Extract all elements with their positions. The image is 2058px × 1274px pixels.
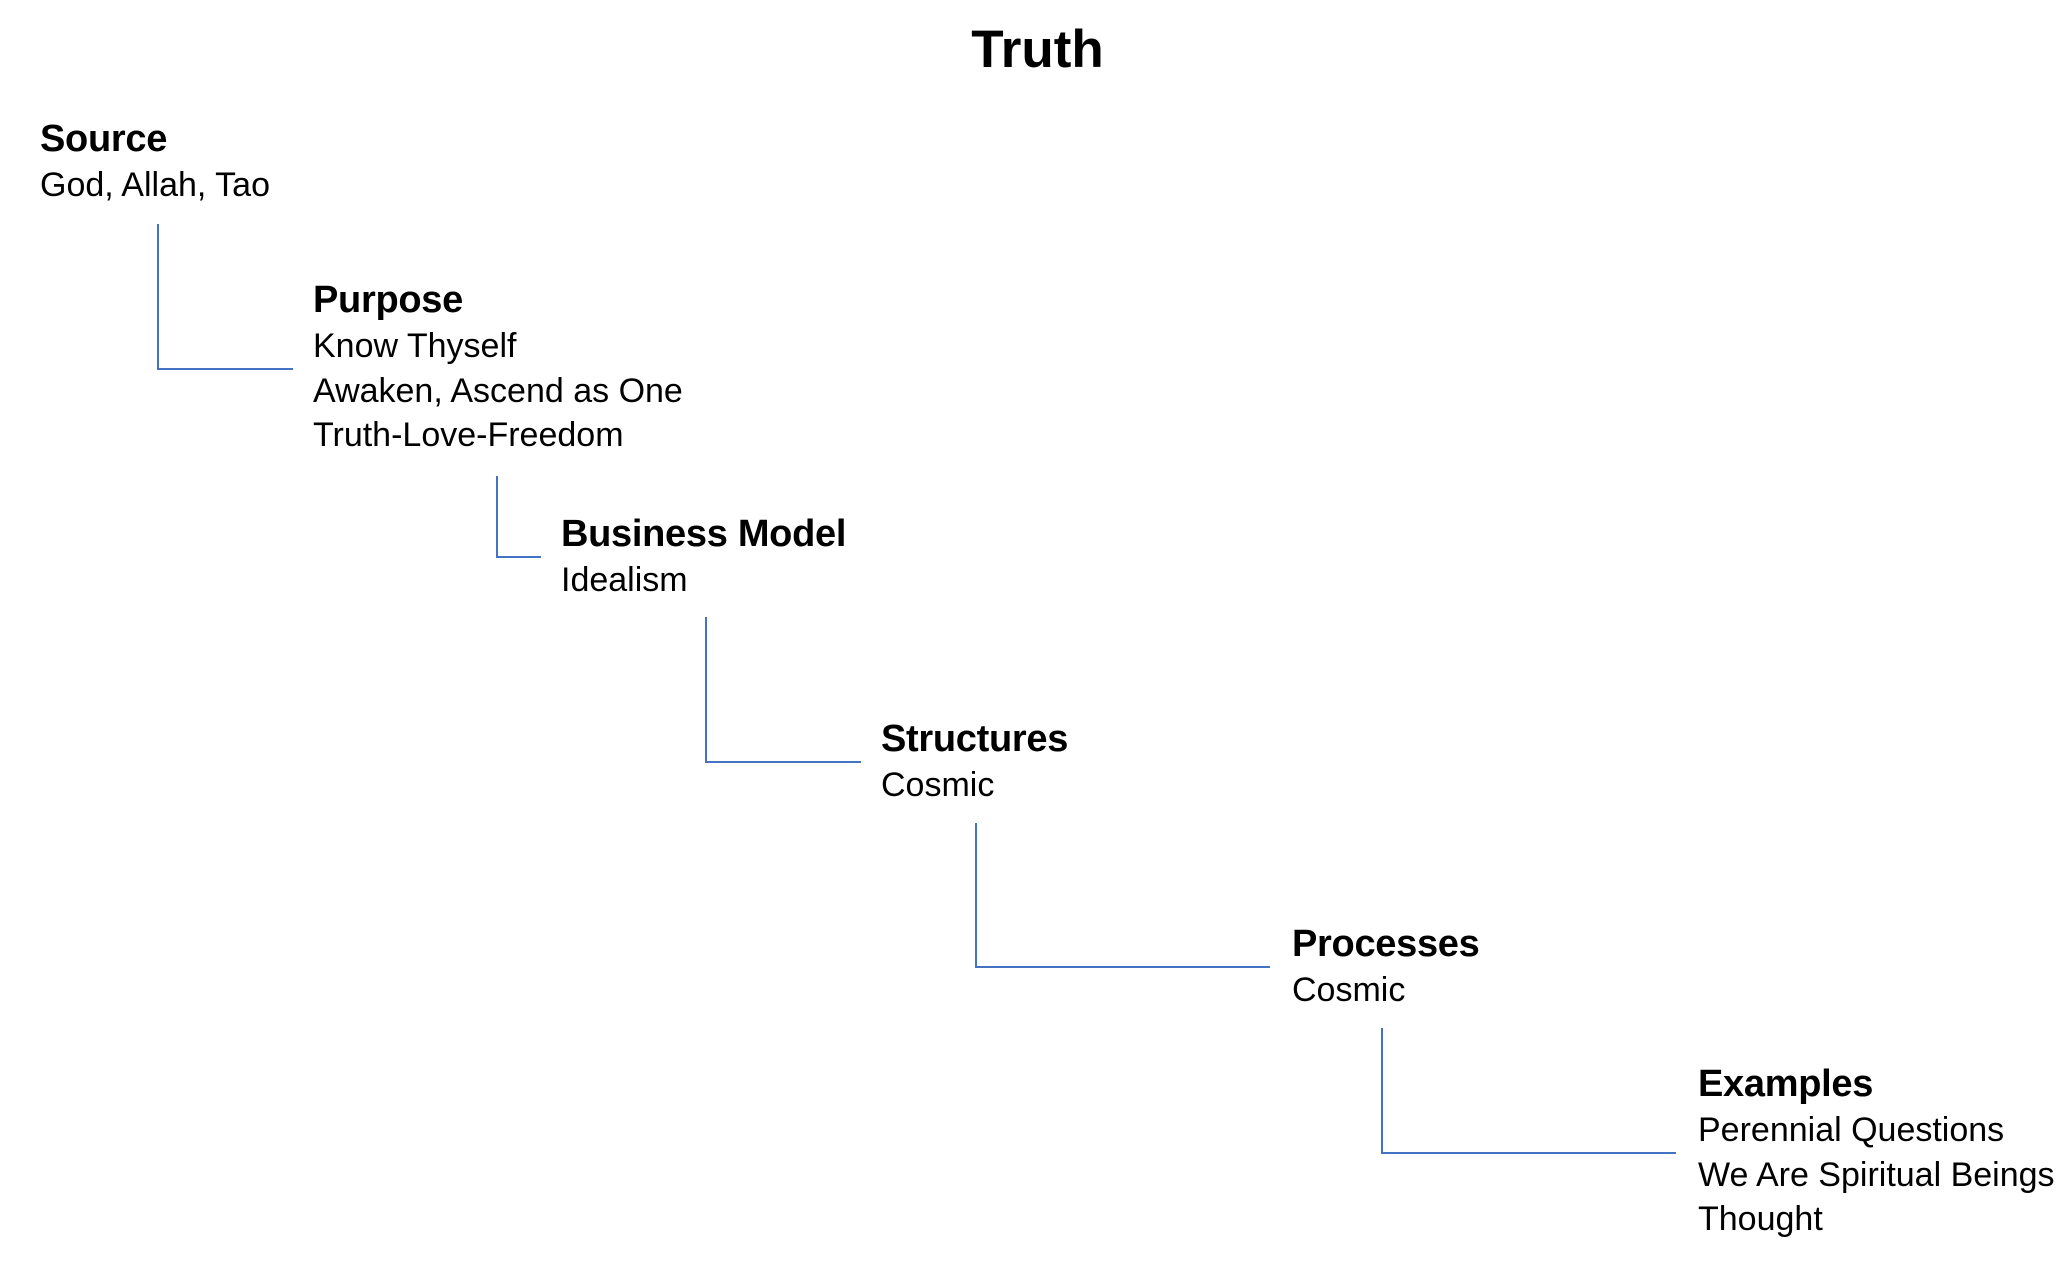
connector-structures-processes (975, 823, 1270, 968)
node-structures: Structures Cosmic (881, 715, 1068, 808)
node-heading: Purpose (313, 279, 463, 321)
node-line: We Are Spiritual Beings (1698, 1155, 2055, 1194)
connector-processes-examples (1381, 1028, 1676, 1154)
node-purpose: Purpose Know Thyself Awaken, Ascend as O… (313, 276, 683, 458)
node-examples: Examples Perennial Questions We Are Spir… (1698, 1060, 2055, 1242)
node-line: Idealism (561, 561, 688, 599)
node-line: Know Thyself (313, 327, 517, 365)
node-heading: Processes (1292, 923, 1480, 965)
node-processes: Processes Cosmic (1292, 920, 1480, 1013)
connector-business-model-structures (705, 617, 861, 763)
connector-source-purpose (157, 224, 293, 370)
node-line: Cosmic (881, 766, 995, 804)
node-business-model: Business Model Idealism (561, 510, 846, 603)
diagram-title: Truth (971, 20, 1104, 79)
node-line: God, Allah, Tao (40, 166, 270, 204)
node-line: Thought (1698, 1200, 1823, 1238)
node-heading: Structures (881, 718, 1069, 760)
node-line: Awaken, Ascend as One (313, 371, 683, 410)
node-line: Truth-Love-Freedom (313, 416, 624, 454)
node-line: Perennial Questions (1698, 1111, 2005, 1149)
node-heading: Business Model (561, 513, 847, 555)
node-source: Source God, Allah, Tao (40, 115, 270, 208)
node-line: Cosmic (1292, 971, 1406, 1009)
node-heading: Source (40, 118, 168, 160)
connector-purpose-business-model (496, 476, 541, 558)
node-heading: Examples (1698, 1063, 1874, 1105)
